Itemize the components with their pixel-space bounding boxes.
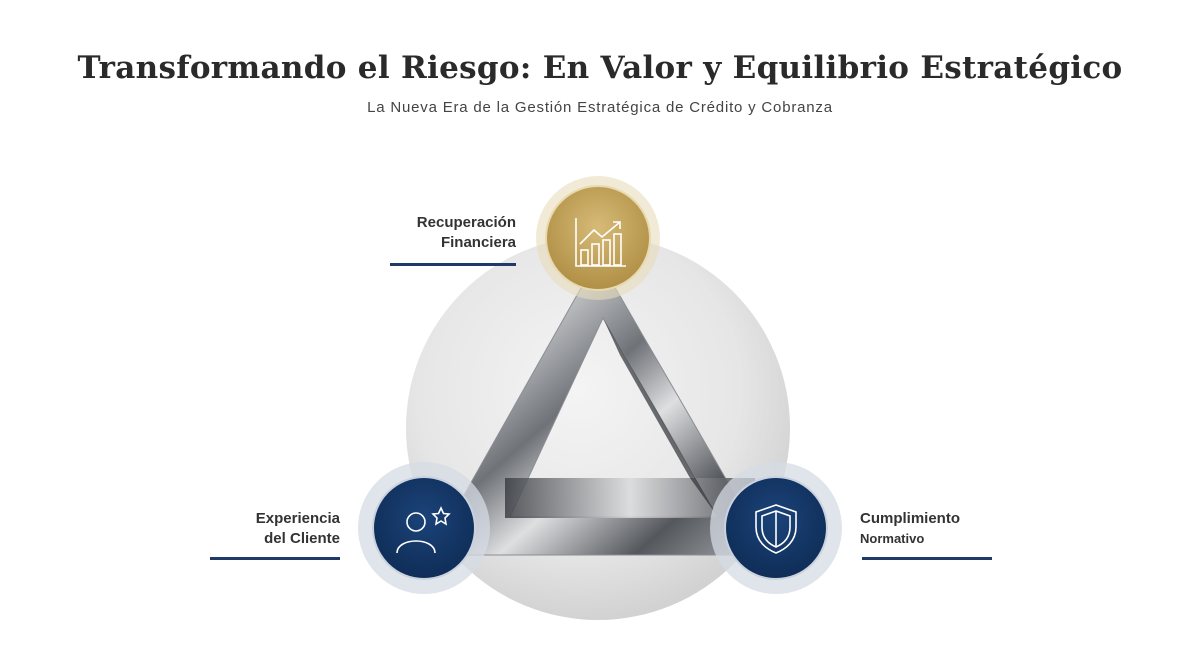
label-recuperacion-financiera: Recuperación Financiera (360, 213, 516, 253)
chart-growth-icon (575, 218, 626, 267)
node-recuperacion-financiera[interactable] (536, 176, 660, 300)
label-line1: Cumplimiento (860, 510, 960, 527)
label-line1: Experiencia (255, 510, 340, 527)
node-cumplimiento-normativo[interactable] (710, 462, 842, 594)
label-line2: del Cliente (264, 530, 340, 547)
page-title: Transformando el Riesgo: En Valor y Equi… (77, 50, 1123, 86)
node-experiencia-cliente[interactable] (358, 462, 490, 594)
label-underline (862, 557, 992, 560)
label-underline (390, 263, 516, 266)
shield-icon (755, 504, 797, 554)
label-line2: Financiera (440, 234, 516, 251)
label-underline (210, 557, 340, 560)
user-star-icon (396, 506, 451, 554)
triangle-inner-shadow (603, 318, 718, 517)
label-line2: Normativo (860, 531, 925, 546)
label-experiencia-cliente: Experiencia del Cliente (180, 509, 340, 549)
page-subtitle: La Nueva Era de la Gestión Estratégica d… (367, 99, 833, 116)
label-cumplimiento-normativo: Cumplimiento Normativo (860, 509, 1020, 549)
label-line1: Recuperación (416, 214, 516, 231)
